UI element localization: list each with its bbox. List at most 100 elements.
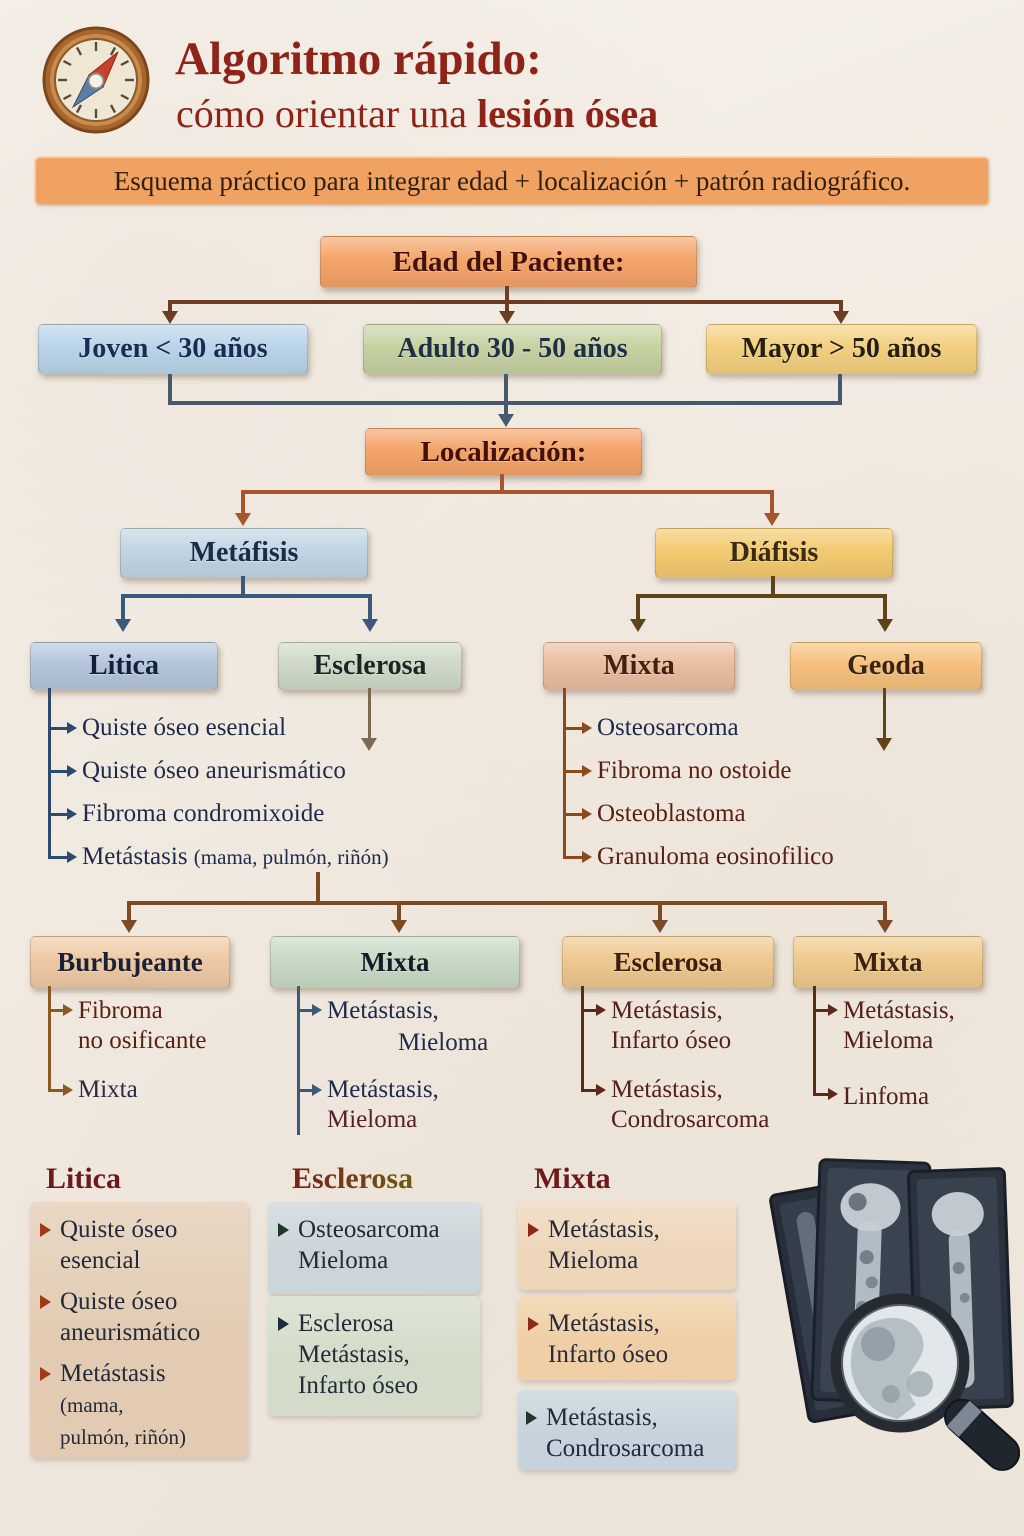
xray-films-illustration [769, 1158, 1020, 1471]
site-box-metafisis: Metáfisis [120, 528, 368, 578]
triangle-bullet-icon [528, 1317, 539, 1331]
pattern-box-esclerosa-2: Esclerosa [562, 936, 774, 988]
bracket-line [48, 1009, 64, 1012]
connector [316, 872, 320, 904]
arrow-right-icon [67, 851, 77, 863]
esclerosa-row2-item: Metástasis, [611, 1076, 723, 1103]
summary-panel-mixta-1: Metástasis,Mieloma [518, 1202, 736, 1290]
arrow-down-icon [115, 619, 131, 632]
arrow-down-icon [833, 311, 849, 324]
arrow-down-icon [764, 513, 780, 526]
age-box-adulto: Adulto 30 - 50 años [363, 324, 662, 374]
arrow-right-icon [67, 808, 77, 820]
esclerosa-row2-item: Infarto óseo [611, 1027, 732, 1054]
arrow-down-icon [391, 920, 407, 933]
mixta2-row2-item: Linfoma [843, 1083, 930, 1110]
pattern-box-mixta: Mixta [543, 642, 735, 690]
bracket-line [563, 770, 583, 773]
arrow-down-icon [499, 311, 515, 324]
connector [636, 594, 887, 598]
connector [770, 490, 774, 514]
bracket-line [48, 1089, 64, 1092]
summary-item: Metástasis (mama, pulmón, riñón) [40, 1358, 240, 1453]
bracket-line [581, 1009, 597, 1012]
connector [241, 490, 245, 514]
arrow-down-icon [630, 619, 646, 632]
arrow-right-icon [582, 808, 592, 820]
arrow-right-icon [582, 722, 592, 734]
bracket-line [813, 986, 816, 1096]
connector [839, 300, 843, 312]
summary-heading-mixta: Mixta [534, 1162, 611, 1195]
pattern-box-burbujeante: Burbujeante [30, 936, 230, 988]
arrow-down-icon [361, 738, 377, 751]
bracket-line [563, 727, 583, 730]
connector [241, 490, 774, 494]
connector [838, 374, 842, 405]
bracket-line [581, 1089, 597, 1092]
bracket-line [563, 813, 583, 816]
connector [127, 901, 131, 921]
arrow-right-icon [312, 1004, 322, 1016]
arrow-down-icon [121, 920, 137, 933]
connector [368, 688, 371, 740]
arrow-down-icon [498, 414, 514, 427]
arrow-right-icon [582, 851, 592, 863]
arrow-right-icon [312, 1084, 322, 1096]
connector [883, 594, 887, 620]
bracket-line [297, 1089, 313, 1092]
pattern-box-litica: Litica [30, 642, 218, 690]
arrow-right-icon [828, 1088, 838, 1100]
age-box-joven: Joven < 30 años [38, 324, 308, 374]
edad-box: Edad del Paciente: [320, 236, 697, 288]
triangle-bullet-icon [40, 1295, 51, 1309]
esclerosa-row2-item: Condrosarcoma [611, 1106, 770, 1133]
triangle-bullet-icon [40, 1223, 51, 1237]
connector [883, 688, 886, 740]
pattern-box-esclerosa: Esclerosa [278, 642, 462, 690]
compass-icon [42, 26, 150, 134]
pattern-box-mixta-3: Mixta [793, 936, 983, 988]
arrow-right-icon [63, 1004, 73, 1016]
mixta-row2-item: Mieloma [327, 1106, 418, 1133]
connector [500, 474, 504, 492]
summary-heading-esclerosa: Esclerosa [292, 1162, 414, 1195]
burbujeante-item: Mixta [78, 1076, 138, 1103]
litica-list-item: Quiste óseo aneurismático [82, 757, 346, 784]
connector [368, 594, 372, 620]
bracket-line [48, 986, 51, 1092]
arrow-down-icon [362, 619, 378, 632]
title-line2-bold: lesión ósea [477, 91, 659, 136]
pattern-box-mixta-2: Mixta [270, 936, 520, 988]
bracket-line [563, 688, 566, 859]
bracket-line [48, 856, 68, 859]
magnifier-icon [830, 1293, 1020, 1471]
bracket-line [813, 1093, 829, 1096]
connector [121, 594, 125, 620]
summary-item: Metástasis,Condrosarcoma [526, 1402, 730, 1464]
mixta-list-item: Granuloma eosinofilico [597, 843, 834, 870]
mixta-list-item: Osteosarcoma [597, 714, 739, 741]
connector [505, 286, 509, 302]
litica-list-item: Quiste óseo esencial [82, 714, 287, 741]
arrow-right-icon [67, 722, 77, 734]
subtitle-text: Esquema práctico para integrar edad + lo… [113, 165, 911, 196]
arrow-down-icon [235, 513, 251, 526]
bracket-line [297, 1009, 313, 1012]
connector [505, 300, 509, 312]
mixta-row2-item: Metástasis, [327, 1076, 439, 1103]
bracket-line [563, 856, 583, 859]
arrow-down-icon [877, 619, 893, 632]
mixta-list-item: Fibroma no ostoide [597, 757, 792, 784]
triangle-bullet-icon [528, 1223, 539, 1237]
arrow-down-icon [652, 920, 668, 933]
summary-item: Esclerosa Metástasis, Infarto óseo [278, 1308, 474, 1401]
item-main: Metástasis [82, 843, 188, 870]
litica-list-item: Metástasis (mama, pulmón, riñón) [82, 843, 389, 871]
page-title-line2: cómo orientar una lesión ósea [176, 90, 658, 137]
summary-panel-mixta-3: Metástasis,Condrosarcoma [518, 1390, 736, 1470]
